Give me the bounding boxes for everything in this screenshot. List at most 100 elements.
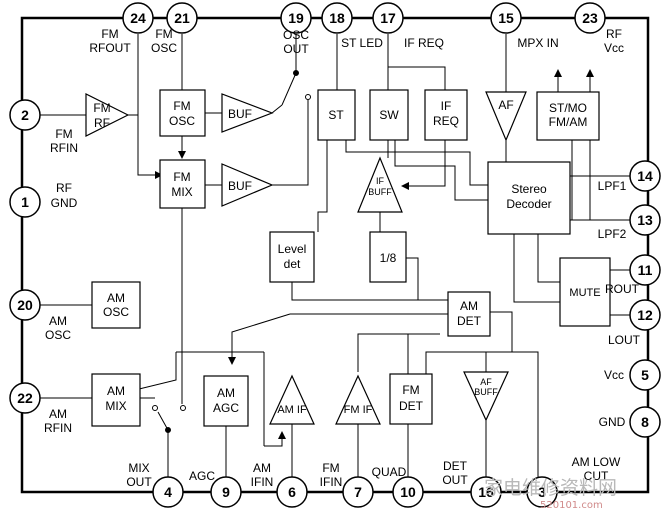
block-label: AM	[107, 291, 125, 305]
block-label: AM	[217, 386, 235, 400]
block-label: SW	[379, 108, 399, 122]
pin-3-circle	[526, 476, 558, 508]
pin-number: 12	[637, 307, 653, 323]
block-label: AM	[460, 299, 478, 313]
pin-4-label: MIX	[128, 461, 149, 475]
pin-13-circle	[629, 204, 661, 236]
pin-6-label: IFIN	[251, 475, 274, 489]
pin-17-circle	[372, 2, 404, 34]
block-label: MIX	[105, 399, 126, 413]
amp-label: AF	[498, 98, 513, 112]
am-det-block	[447, 291, 491, 337]
fm-if-amp	[335, 374, 381, 425]
pin-23-circle	[574, 2, 606, 34]
block-label: det	[284, 257, 301, 271]
pin-12-label: LOUT	[608, 333, 641, 347]
block-label: DET	[457, 314, 482, 328]
pin-20-label: OSC	[45, 328, 71, 342]
block-label: FM	[402, 383, 419, 397]
pin-19-circle	[280, 2, 312, 34]
block-label: ST	[328, 108, 344, 122]
pin-17-label: IF REQ	[404, 36, 444, 50]
pin-number: 11	[638, 262, 653, 278]
am-if-amp	[269, 374, 315, 425]
pin-18-label: ST LED	[341, 36, 383, 50]
block-label: OSC	[169, 114, 195, 128]
pin-number: 2	[21, 107, 29, 123]
block-label: OSC	[103, 305, 129, 319]
amp-label: BUFF	[368, 187, 392, 197]
pin-18-circle	[321, 2, 353, 34]
block-label: ST/MO	[549, 101, 587, 115]
pin-14-circle	[629, 160, 661, 192]
pin-3-label: CUT	[584, 469, 609, 483]
pin-number: 22	[17, 390, 33, 406]
pin-number: 5	[641, 367, 649, 383]
amp-label: BUFF	[474, 387, 498, 397]
pin-10-label: QUAD	[372, 465, 407, 479]
fm-det-block	[389, 373, 433, 425]
pin-21-circle	[166, 2, 198, 34]
am-mix-block	[91, 373, 141, 427]
pin-15-label: MPX IN	[517, 36, 558, 50]
amp-label: BUF	[228, 107, 252, 121]
amp-label: AF	[480, 377, 492, 387]
div8-block	[369, 231, 407, 283]
fm-osc-block	[159, 89, 206, 137]
pin-22-circle	[9, 382, 41, 414]
pin-number: 14	[637, 168, 653, 184]
pin-number: 6	[288, 484, 296, 500]
pin-9-label: AGC	[189, 469, 215, 483]
pin-6-circle	[276, 476, 308, 508]
pin-24-label: FM	[101, 27, 118, 41]
pin-7-label: IFIN	[320, 475, 343, 489]
pin-19-label: OSC	[283, 28, 309, 42]
pin-3-label: AM LOW	[572, 455, 621, 469]
pin-15-circle	[490, 2, 522, 34]
buf-amp-2	[221, 163, 274, 207]
fm-rf-amp	[85, 93, 130, 137]
pin-20-label: AM	[49, 314, 67, 328]
pin-7-circle	[342, 476, 374, 508]
pin-9-circle	[210, 476, 242, 508]
pin-number: 3	[538, 484, 546, 500]
st-mo-block	[536, 91, 600, 141]
pin-4-label: OUT	[126, 475, 152, 489]
amp-label: AM IF	[277, 404, 307, 416]
pin-22-label: RFIN	[44, 421, 72, 435]
pin-24-circle	[122, 2, 154, 34]
pin-number: 1	[21, 194, 29, 210]
block-label: FM	[173, 99, 190, 113]
pin-1-circle	[9, 186, 41, 218]
pin-11-circle	[629, 254, 661, 286]
af-amp	[485, 91, 527, 142]
pin-6-label: AM	[253, 461, 271, 475]
st-block	[317, 89, 356, 141]
pin-number: 15	[498, 10, 514, 26]
pin-number: 20	[17, 297, 33, 313]
amp-label: IF	[376, 176, 385, 186]
sw-block	[369, 89, 409, 141]
mute-block	[559, 257, 611, 327]
am-osc-block	[91, 281, 141, 329]
pin-22-label: AM	[49, 407, 67, 421]
pin-number: 23	[582, 10, 598, 26]
pin-11-label: ROUT	[605, 282, 640, 296]
pin-2-label: RFIN	[50, 141, 78, 155]
amp-label: FM	[93, 101, 110, 115]
pin-number: 9	[222, 484, 230, 500]
pin-number: 21	[174, 10, 190, 26]
pin-number: 10	[400, 484, 416, 500]
block-label: Decoder	[506, 197, 551, 211]
pin-number: 13	[637, 212, 653, 228]
block-label: IF	[441, 99, 452, 113]
block-label: DET	[399, 399, 424, 413]
stereo-decoder-block	[487, 161, 571, 235]
pin-4-circle	[152, 476, 184, 508]
pin-23-label: Vcc	[604, 41, 624, 55]
pin-number: 24	[130, 10, 146, 26]
block-label: FM/AM	[549, 115, 588, 129]
pin-2-circle	[9, 99, 41, 131]
